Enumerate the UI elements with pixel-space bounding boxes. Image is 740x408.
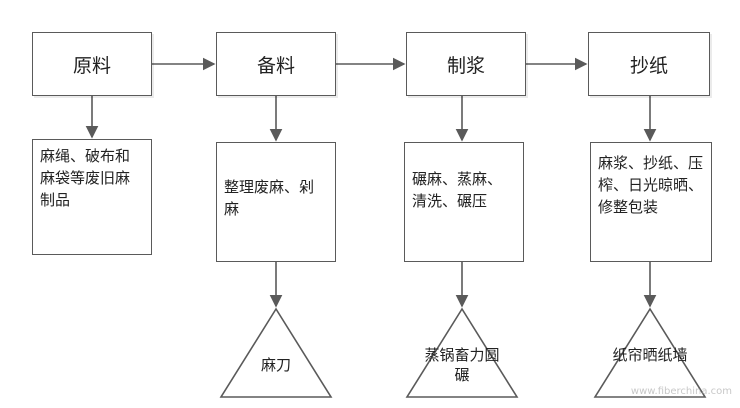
tool-label-3: 蒸锅畜力圆碾 [424,346,500,385]
detail-box-raw-material: 麻绳、破布和麻袋等废旧麻制品 [32,139,152,255]
stage-box-raw-material: 原料 [32,32,152,96]
watermark: www.fiberchina.com [630,386,732,397]
stage-box-pulping: 制浆 [406,32,526,96]
tool-triangle-3 [405,307,519,398]
stage-box-preparation: 备料 [216,32,336,96]
stage-label-3: 制浆 [446,54,485,77]
detail-box-papermaking: 麻浆、抄纸、压榨、日光晾晒、修整包装 [590,142,712,262]
stage-label-4: 抄纸 [629,54,668,77]
detail-text-2: 整理废麻、剁麻 [224,178,315,218]
stage-label-1: 原料 [72,54,111,77]
detail-text-4: 麻浆、抄纸、压榨、日光晾晒、修整包装 [598,154,704,216]
stage-box-papermaking: 抄纸 [588,32,710,96]
tool-label-2: 麻刀 [260,356,291,374]
tool-triangle-4 [593,307,707,398]
detail-text-1: 麻绳、破布和麻袋等废旧麻制品 [40,147,131,209]
detail-box-pulping: 碾麻、蒸麻、清洗、碾压 [404,142,524,262]
tool-triangle-2 [219,307,333,398]
stage-label-2: 备料 [256,54,295,77]
tool-label-4: 纸帘晒纸墙 [612,346,688,364]
detail-text-3: 碾麻、蒸麻、清洗、碾压 [412,170,503,210]
detail-box-preparation: 整理废麻、剁麻 [216,142,336,262]
